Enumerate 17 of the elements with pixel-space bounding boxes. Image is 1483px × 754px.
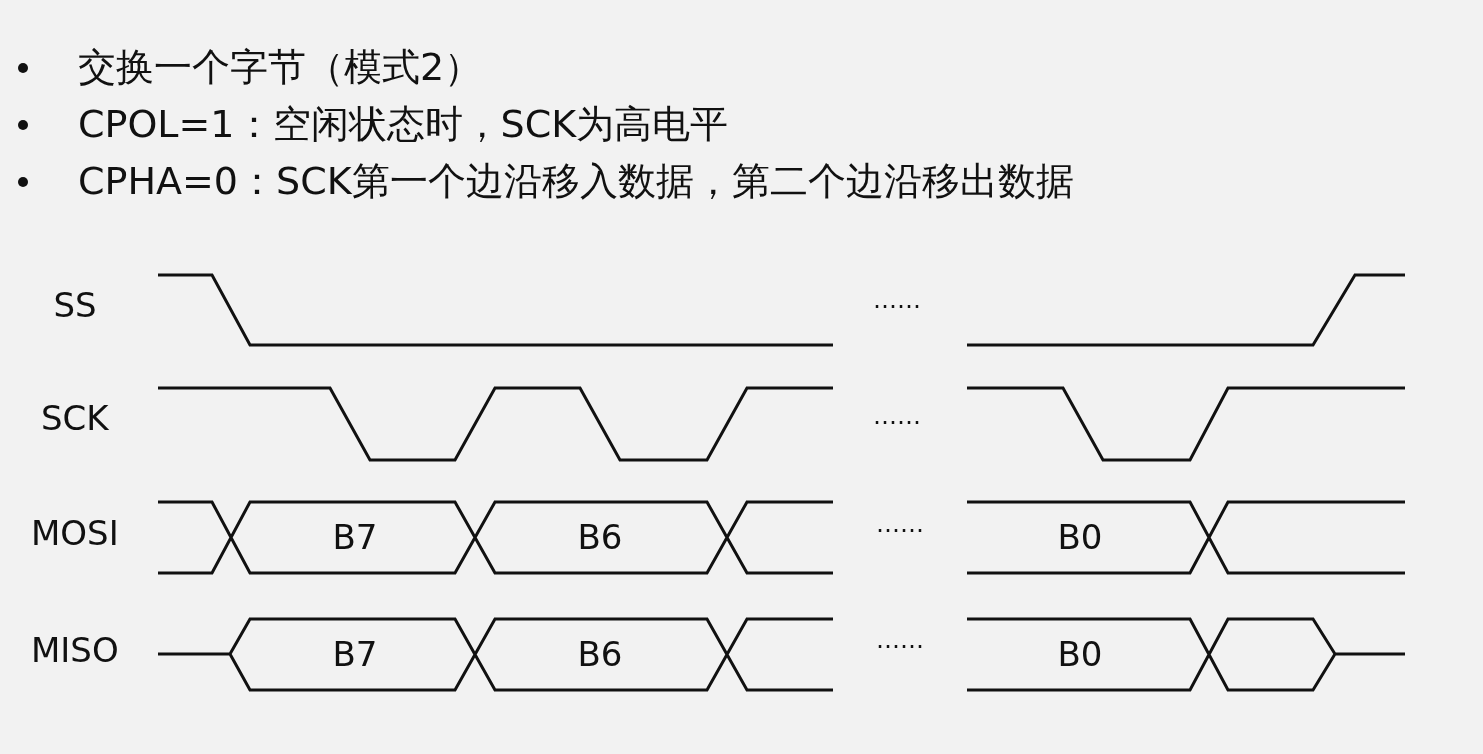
bullet-text: 交换一个字节（模式2） bbox=[78, 47, 483, 89]
ellipsis: …… bbox=[876, 627, 924, 654]
byte-label: B0 bbox=[1057, 518, 1103, 556]
byte-label: B7 bbox=[332, 635, 378, 673]
ellipsis: …… bbox=[873, 287, 921, 314]
ellipsis: …… bbox=[876, 511, 924, 538]
signal-name: MOSI bbox=[31, 514, 119, 552]
bullet-text: CPOL=1：空闲状态时，SCK为高电平 bbox=[78, 104, 729, 146]
ellipsis: …… bbox=[873, 403, 921, 430]
bullet-text: CPHA=0：SCK第一个边沿移入数据，第二个边沿移出数据 bbox=[78, 161, 1074, 203]
byte-label: B6 bbox=[577, 518, 623, 556]
signal-name: SCK bbox=[41, 399, 109, 437]
byte-label: B6 bbox=[577, 635, 623, 673]
signal-name: MISO bbox=[31, 631, 119, 669]
byte-label: B7 bbox=[332, 518, 378, 556]
signal-name: SS bbox=[53, 286, 97, 324]
byte-label: B0 bbox=[1057, 635, 1103, 673]
